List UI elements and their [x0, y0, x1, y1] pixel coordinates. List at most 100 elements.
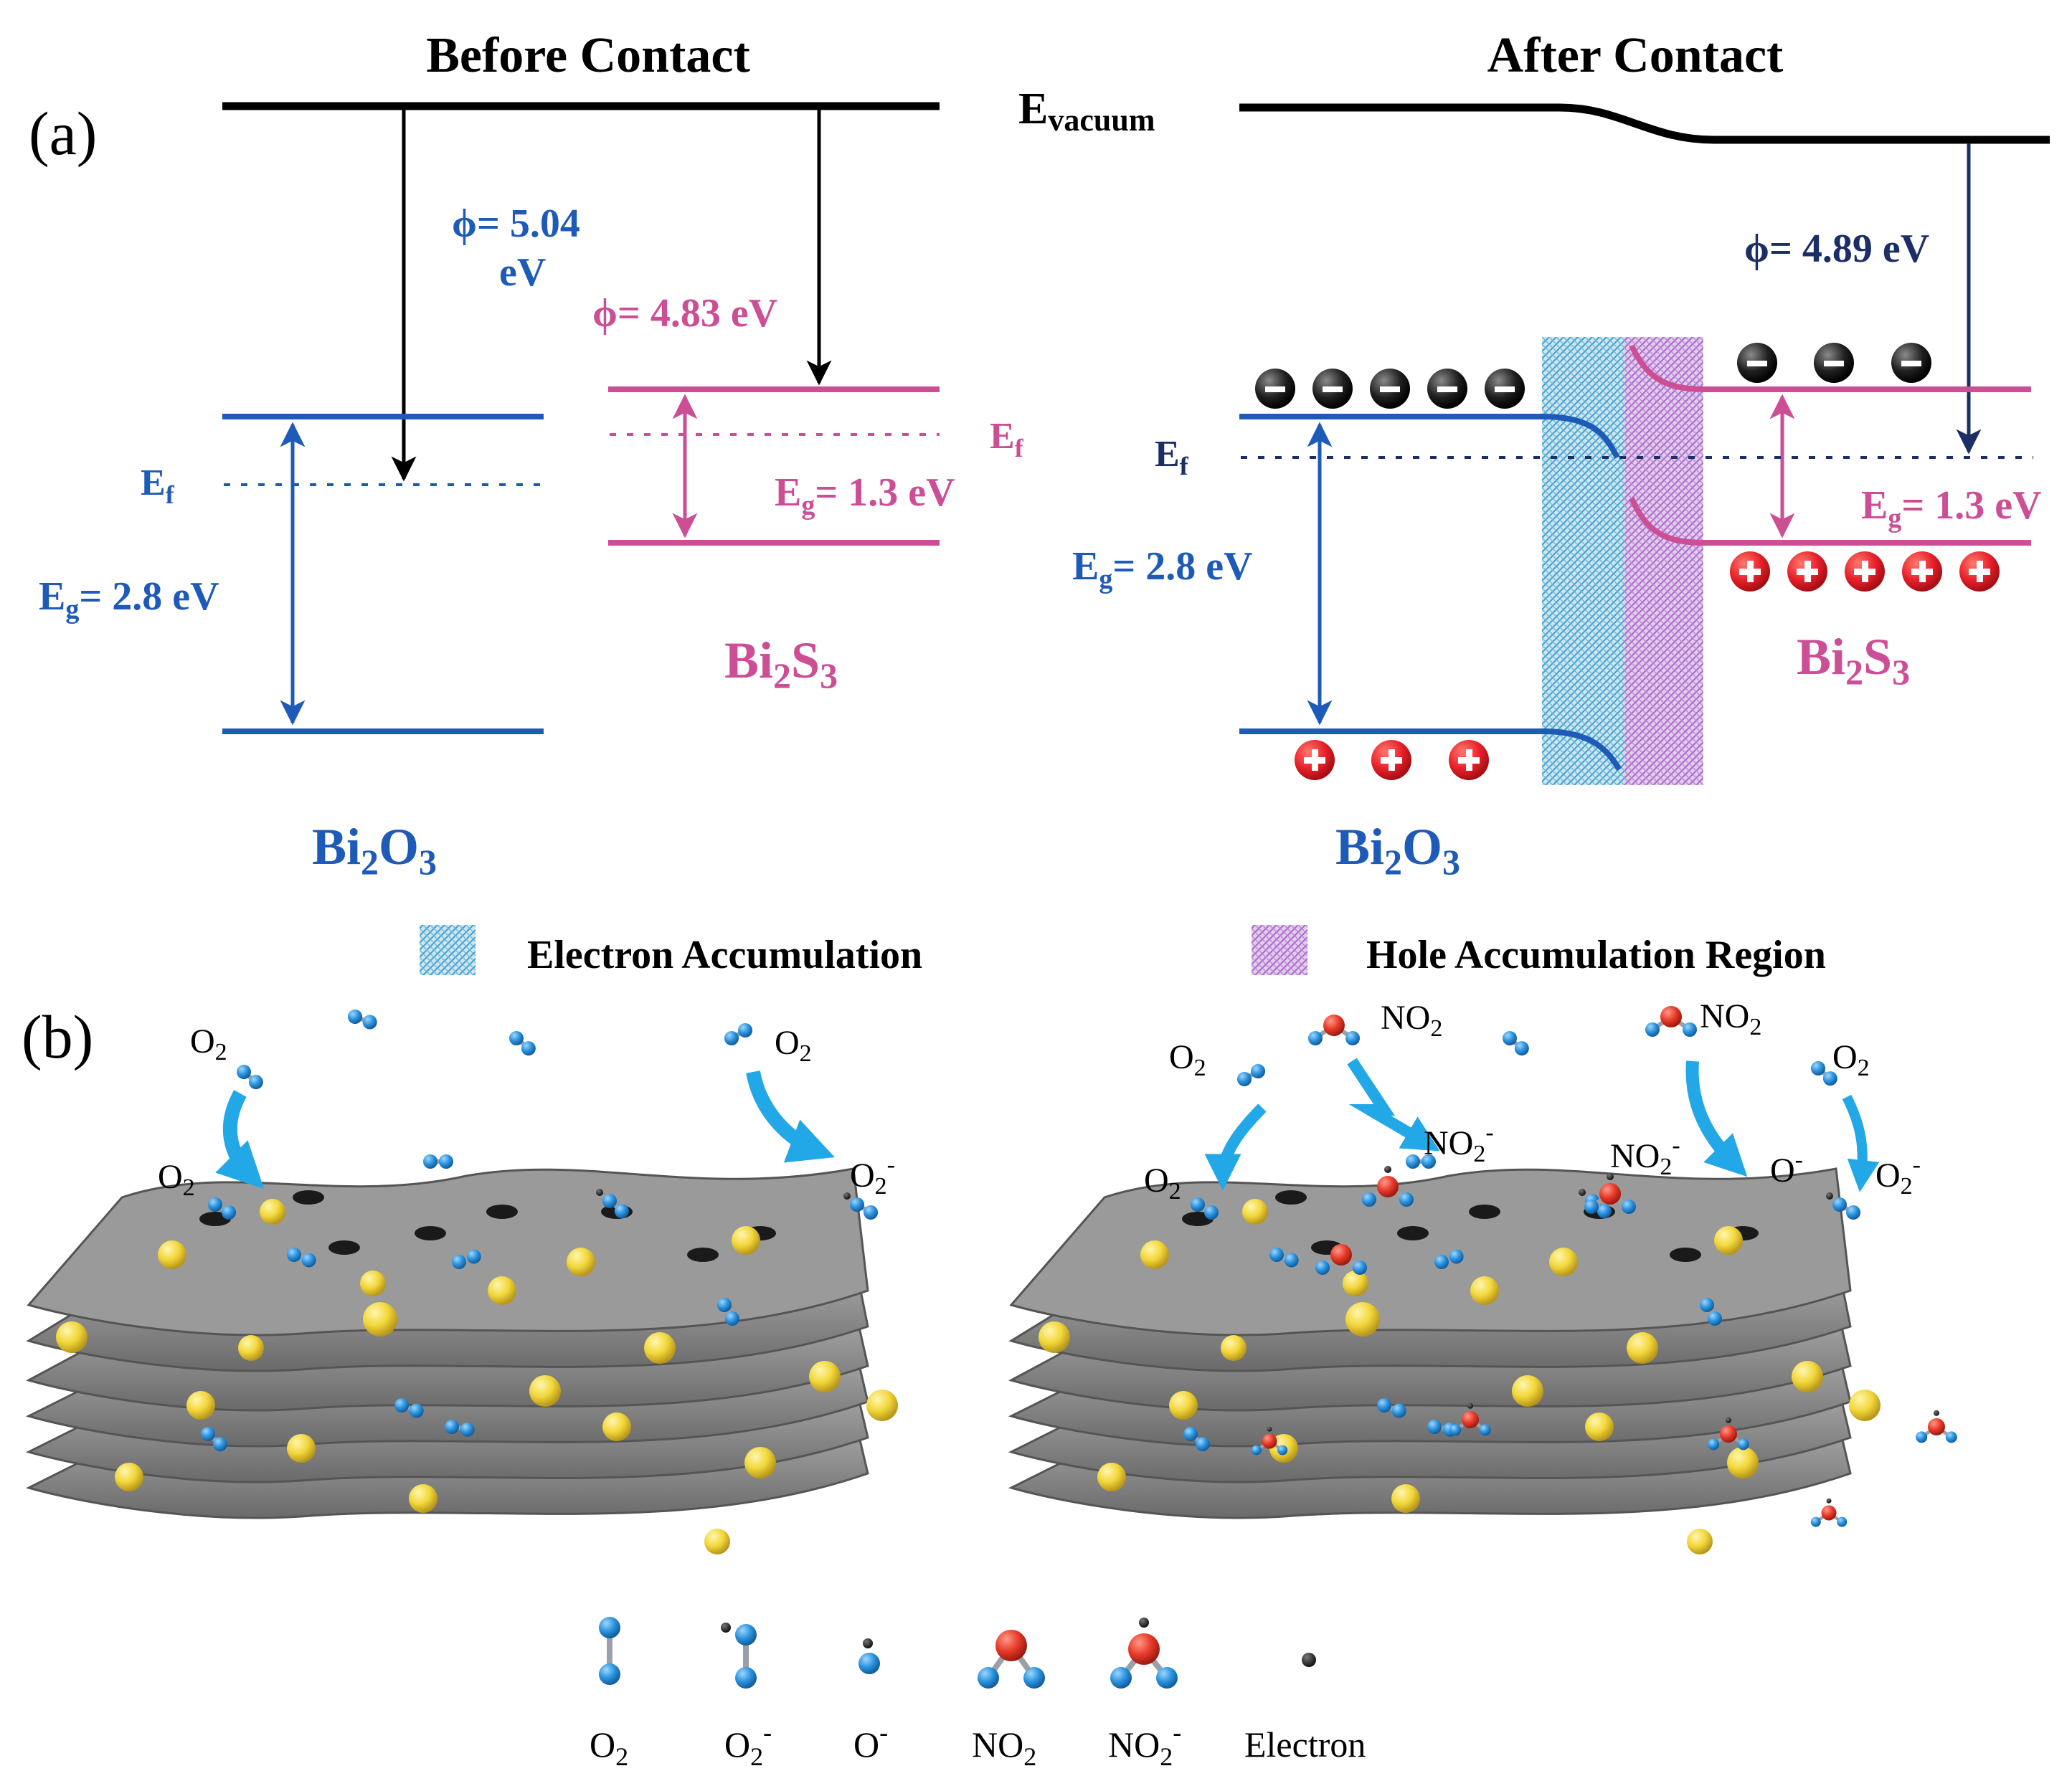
electron: [1302, 1653, 1316, 1667]
minus-sign: [1824, 361, 1844, 366]
e-vacuum-label: Evacuum: [1018, 85, 1155, 138]
electron-charge: [1255, 369, 1295, 409]
plus-sign: [1312, 749, 1318, 771]
oxygen-atom: [1449, 1249, 1464, 1264]
sulfur-atom: [1221, 1335, 1246, 1361]
hole-charge: [1295, 740, 1335, 780]
nitrogen-atom: [1377, 1176, 1399, 1197]
sulfur-atom: [1549, 1248, 1578, 1276]
after-phi-label: ϕ= 4.89 eV: [1744, 227, 1929, 271]
nitrogen-atom: [1323, 1015, 1345, 1036]
oxygen-atom: [248, 1075, 263, 1090]
plus-sign: [1466, 749, 1472, 771]
oxygen-atom: [201, 1427, 215, 1441]
oxygen-atom: [724, 1031, 739, 1045]
sulfur-atom: [1470, 1276, 1499, 1305]
eg-bi2s3-label: Eg= 1.3 eV: [775, 470, 955, 521]
sulfur-atom: [1039, 1321, 1070, 1353]
bi2o3-bi2s3-layered-film-left: [25, 1154, 898, 1554]
oxygen-atom: [1449, 1424, 1462, 1436]
bi2o3-bi2s3-layered-film-right: [1008, 1154, 1957, 1554]
electron-charge: [1312, 369, 1353, 409]
sulfur-atom: [866, 1390, 898, 1421]
legend-label-o2: O2: [590, 1724, 628, 1771]
o2-label-surface-right: O2: [1144, 1162, 1181, 1205]
electron: [863, 1638, 873, 1648]
no2-label-a: NO2: [1381, 999, 1442, 1042]
sulfur-atom: [567, 1248, 595, 1276]
nitrogen-atom: [1821, 1505, 1837, 1521]
no2-minus-label-b: NO2-: [1610, 1132, 1680, 1180]
oxygen-atom: [1421, 1154, 1436, 1169]
electron-charge: [1427, 369, 1467, 409]
oxygen-atom: [1237, 1072, 1252, 1086]
oxygen-atom: [1183, 1427, 1198, 1441]
o2-minus-label-left: O2-: [850, 1152, 895, 1200]
oxygen-atom: [858, 1653, 880, 1674]
oxygen-atom: [1479, 1424, 1491, 1436]
sulfur-atom: [644, 1332, 676, 1364]
oxygen-atom: [1251, 1064, 1266, 1078]
electron-accumulation-legend-label: Electron Accumulation: [527, 933, 922, 977]
film-layer: [1009, 1167, 1852, 1336]
oxygen-atom: [287, 1248, 301, 1262]
hole-charge: [1449, 740, 1489, 780]
vacuum-level-after: [1239, 103, 2050, 144]
hole-charge: [1371, 740, 1411, 780]
sulfur-atom: [809, 1361, 841, 1392]
legend-label-no2-minus: NO2-: [1108, 1718, 1181, 1771]
o2-label-right-left: O2: [1169, 1038, 1206, 1081]
oxygen-atom: [1737, 1438, 1749, 1450]
pore: [1275, 1190, 1307, 1205]
sulfur-atom: [1849, 1390, 1881, 1421]
oxygen-atom: [445, 1420, 459, 1434]
before-contact-title: Before Contact: [426, 28, 750, 83]
sulfur-atom: [744, 1447, 776, 1478]
oxygen-atom: [348, 1010, 362, 1024]
film-layer: [27, 1167, 869, 1336]
hole-accumulation-region: [1624, 337, 1703, 785]
oxygen-atom: [423, 1154, 437, 1169]
pore: [1469, 1205, 1500, 1219]
oxygen-atom: [717, 1298, 732, 1312]
hole-charge: [1787, 551, 1827, 592]
nitrogen-atom: [1330, 1244, 1352, 1266]
oxygen-atom: [1110, 1667, 1132, 1689]
nitrogen-atom: [1262, 1433, 1277, 1449]
species-legend: [599, 1617, 1316, 1689]
o2-adsorption-arrow-right: [1204, 1103, 1267, 1191]
after-contact-diagram: ϕ= 4.89 eV Ef Eg= 2.8 eV Eg= 1.3 eV Bi2S…: [1072, 103, 2050, 882]
nitrogen-atom: [995, 1630, 1027, 1661]
electron: [1579, 1189, 1586, 1196]
before-contact-diagram: ϕ= 5.04 eV ϕ= 4.83 eV Ef Eg= 2.8 eV Ef E…: [39, 102, 1024, 882]
oxygen-atom: [1811, 1061, 1825, 1076]
pore: [486, 1205, 518, 1219]
oxygen-atom: [1023, 1667, 1045, 1689]
oxygen-atom: [1708, 1438, 1720, 1450]
legend-label-no2: NO2: [972, 1724, 1036, 1771]
oxygen-atom: [1645, 1022, 1660, 1037]
oxygen-atom: [452, 1255, 466, 1269]
sulfur-atom: [488, 1276, 516, 1305]
gas-molecules: [237, 1006, 1837, 1090]
sulfur-atom: [529, 1375, 561, 1407]
pore: [687, 1248, 719, 1262]
legend-label-o-minus: O-: [853, 1718, 888, 1765]
sulfur-atom: [1627, 1332, 1658, 1364]
minus-sign: [1747, 361, 1767, 366]
oxygen-atom: [735, 1624, 757, 1646]
plus-sign: [1862, 561, 1868, 582]
oxygen-atom: [1584, 1200, 1599, 1214]
sulfur-atom: [1727, 1447, 1759, 1478]
oxygen-atom: [1195, 1437, 1210, 1452]
electron: [843, 1192, 851, 1200]
oxygen-atom: [509, 1031, 524, 1045]
electron: [1607, 1173, 1614, 1180]
oxygen-atom: [212, 1437, 227, 1452]
phi-bi2s3-label: ϕ= 4.83 eV: [592, 291, 777, 336]
oxygen-atom: [1945, 1431, 1957, 1443]
oxygen-atom: [409, 1403, 424, 1418]
oxygen-atom: [1191, 1197, 1205, 1212]
nitrogen-atom: [1720, 1425, 1737, 1443]
sulfur-atom: [1512, 1375, 1543, 1407]
